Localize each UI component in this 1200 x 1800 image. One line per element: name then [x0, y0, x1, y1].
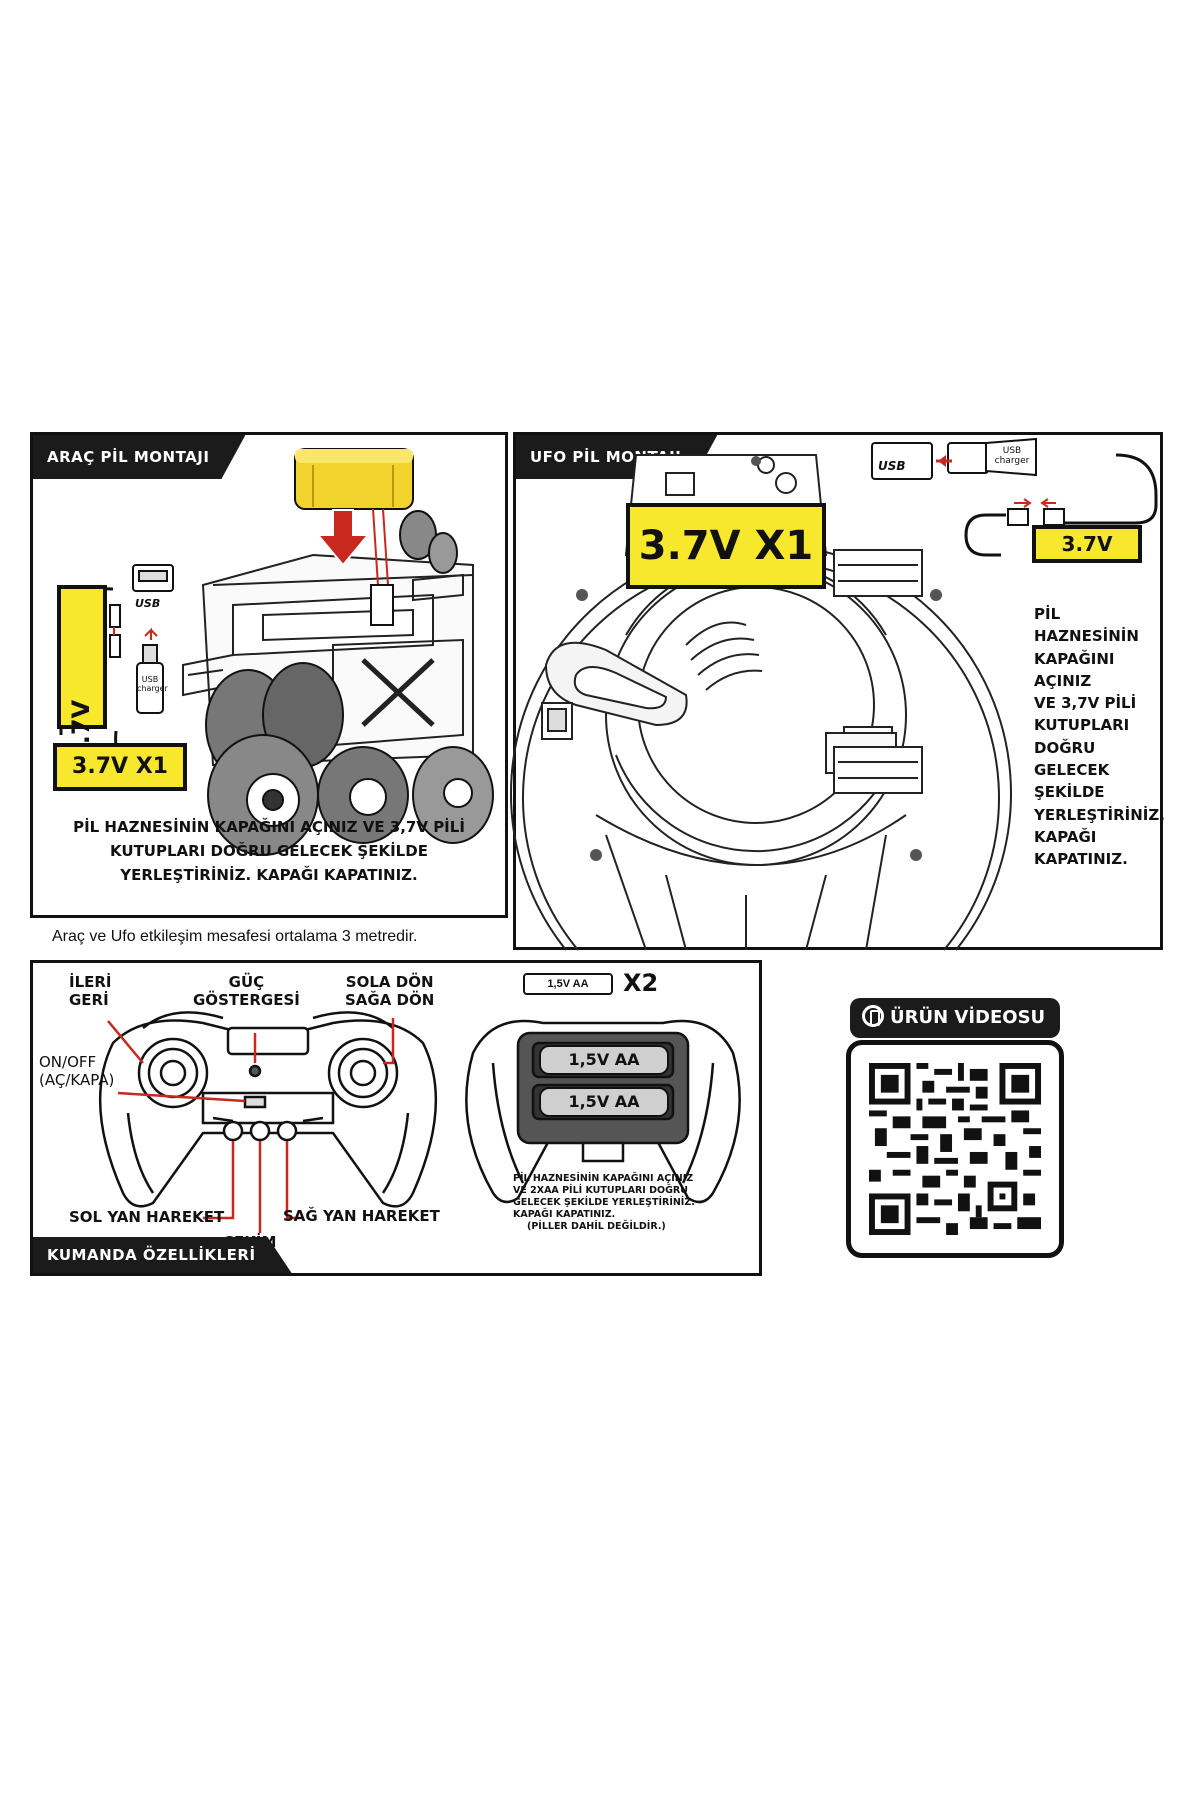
controller-panel: İLERİ GERİ GÜÇ GÖSTERGESİ SOLA DÖN SAĞA … [30, 960, 762, 1276]
label-forward-back: İLERİ GERİ [69, 973, 112, 1009]
label-power: GÜÇ [228, 973, 265, 991]
label-turn-right: SAĞA DÖN [345, 991, 435, 1009]
label-right-strafe: SAĞ YAN HAREKET [283, 1207, 440, 1225]
label-left-strafe: SOL YAN HAREKET [69, 1208, 225, 1226]
ufo-usb-port-label: USB [878, 459, 906, 473]
qr-code [869, 1063, 1041, 1235]
battery-spec-icon: 1,5V AA [523, 973, 613, 995]
label-onoff: ON/OFF (AÇ/KAPA) [39, 1053, 114, 1089]
ufo-instruction-line-6: KUTUPLARI [1034, 716, 1130, 735]
controller-instruction-line-2: VE 2XAA PİLİ KUTUPLARI DOĞRU [513, 1185, 688, 1196]
vehicle-instruction-line-3: YERLEŞTİRİNİZ. KAPAĞI KAPATINIZ. [120, 866, 418, 884]
product-video-header: ÜRÜN VİDEOSU [850, 998, 1060, 1038]
ufo-battery-badge: 3.7V X1 [626, 503, 826, 589]
vehicle-battery-instruction: PİL HAZNESİNİN KAPAĞINI AÇINIZ VE 3,7V P… [33, 815, 505, 887]
aa-cell-2: 1,5V AA [539, 1087, 669, 1117]
ufo-battery-badge-text: 3.7V X1 [638, 523, 814, 569]
ufo-instruction-line-3: KAPAĞINI [1034, 649, 1115, 668]
aa-cell-1: 1,5V AA [539, 1045, 669, 1075]
ufo-instruction-line-11: KAPAĞI [1034, 827, 1097, 846]
qr-code-frame[interactable] [846, 1040, 1064, 1258]
label-turn: SOLA DÖN SAĞA DÖN [345, 973, 434, 1009]
aa-cell-1-text: 1,5V AA [568, 1050, 640, 1069]
label-indicator: GÖSTERGESİ [193, 991, 300, 1009]
ufo-usb-cable-label: USB charger [994, 446, 1030, 466]
controller-instruction-line-3: GELECEK ŞEKİLDE YERLEŞTİRİNİZ. [513, 1197, 695, 1208]
product-video-title: ÜRÜN VİDEOSU [890, 1007, 1046, 1028]
battery-spec-text: 1,5V AA [547, 978, 589, 990]
ufo-instruction-line-10: YERLEŞTİRİNİZ. [1034, 805, 1165, 824]
label-forward: İLERİ [69, 973, 112, 991]
controller-instruction-line-4: KAPAĞI KAPATINIZ. [513, 1209, 616, 1220]
vehicle-usb-cable-label: USB charger [137, 675, 168, 693]
vehicle-battery-vertical-badge: 3.7V [57, 585, 107, 761]
battery-count: X2 [623, 969, 659, 997]
ufo-battery-panel: UFO PİL MONTAJI [510, 432, 1165, 951]
vehicle-battery-badge: 3.7V X1 [53, 743, 187, 791]
phone-icon [862, 1005, 884, 1027]
controller-instruction-line-1: PİL HAZNESİNİN KAPAĞINI AÇINIZ [513, 1173, 694, 1184]
ufo-instruction-line-1: PİL [1034, 605, 1061, 623]
vehicle-battery-tag: ARAÇ PİL MONTAJI [33, 435, 245, 479]
controller-tag: KUMANDA ÖZELLİKLERİ [33, 1237, 292, 1273]
ufo-instruction-line-2: HAZNESİNİN [1034, 627, 1139, 646]
label-onoff-line-1: ON/OFF [39, 1053, 97, 1071]
ufo-connector-badge: 3.7V [1032, 525, 1142, 563]
controller-battery-instruction: PİL HAZNESİNİN KAPAĞINI AÇINIZ VE 2XAA P… [513, 1173, 695, 1233]
vehicle-instruction-line-1: PİL HAZNESİNİN KAPAĞINI AÇINIZ VE 3,7V P… [73, 818, 465, 836]
batteries-not-included-note: (PİLLER DAHİL DEĞİLDİR.) [527, 1221, 666, 1232]
label-power-indicator: GÜÇ GÖSTERGESİ [193, 973, 300, 1009]
label-back: GERİ [69, 991, 109, 1009]
label-turn-left: SOLA DÖN [345, 973, 434, 991]
ufo-instruction-line-8: GELECEK [1034, 761, 1110, 780]
vehicle-usb-port-label: USB [135, 597, 161, 610]
ufo-instruction-line-5: VE 3,7V PİLİ [1034, 694, 1137, 713]
vehicle-instruction-line-2: KUTUPLARI DOĞRU GELECEK ŞEKİLDE [110, 842, 428, 860]
ufo-connector-badge-text: 3.7V [1061, 532, 1113, 556]
ufo-battery-instruction: PİL HAZNESİNİN KAPAĞINI AÇINIZ VE 3,7V P… [1034, 603, 1165, 871]
distance-note: Araç ve Ufo etkileşim mesafesi ortalama … [52, 928, 418, 945]
vehicle-battery-badge-text: 3.7V X1 [72, 754, 168, 779]
controller-front-illustration [98, 1011, 438, 1233]
ufo-instruction-line-9: ŞEKİLDE [1034, 783, 1105, 802]
ufo-instruction-line-4: AÇINIZ [1034, 671, 1092, 690]
vehicle-battery-panel: ARAÇ PİL MONTAJI [30, 432, 508, 918]
ufo-instruction-line-12: KAPATINIZ. [1034, 850, 1128, 869]
label-onoff-line-2: (AÇ/KAPA) [39, 1071, 115, 1089]
ufo-instruction-line-7: DOĞRU [1034, 738, 1096, 757]
vehicle-illustration [59, 448, 494, 856]
aa-cell-2-text: 1,5V AA [568, 1092, 640, 1111]
